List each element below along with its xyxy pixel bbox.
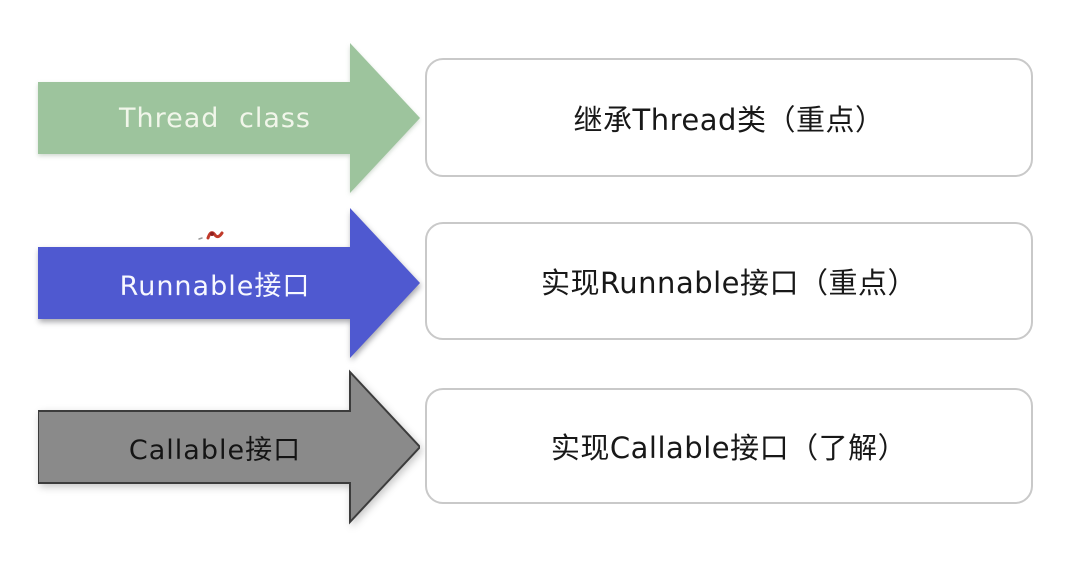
arrow-polygon — [38, 369, 420, 525]
result-box-runnable: 实现Runnable接口（重点） — [425, 222, 1033, 340]
result-box-thread-label: 继承Thread类（重点） — [573, 102, 885, 137]
arrow-polygon — [38, 208, 420, 358]
result-box-callable: 实现Callable接口（了解） — [425, 388, 1033, 504]
result-box-callable-label: 实现Callable接口（了解） — [550, 431, 908, 465]
arrow-callable: Callable接口 — [38, 369, 420, 525]
arrow-thread-class: Thread class — [38, 40, 420, 196]
arrow-runnable: Runnable接口 — [38, 205, 420, 361]
right-arrow-shape-blue — [38, 208, 420, 358]
result-box-runnable-label: 实现Runnable接口（重点） — [540, 266, 918, 300]
arrow-polygon — [38, 43, 420, 193]
right-arrow-shape-green — [38, 43, 420, 193]
result-box-thread: 继承Thread类（重点） — [425, 58, 1033, 177]
right-arrow-shape-gray — [38, 369, 420, 525]
